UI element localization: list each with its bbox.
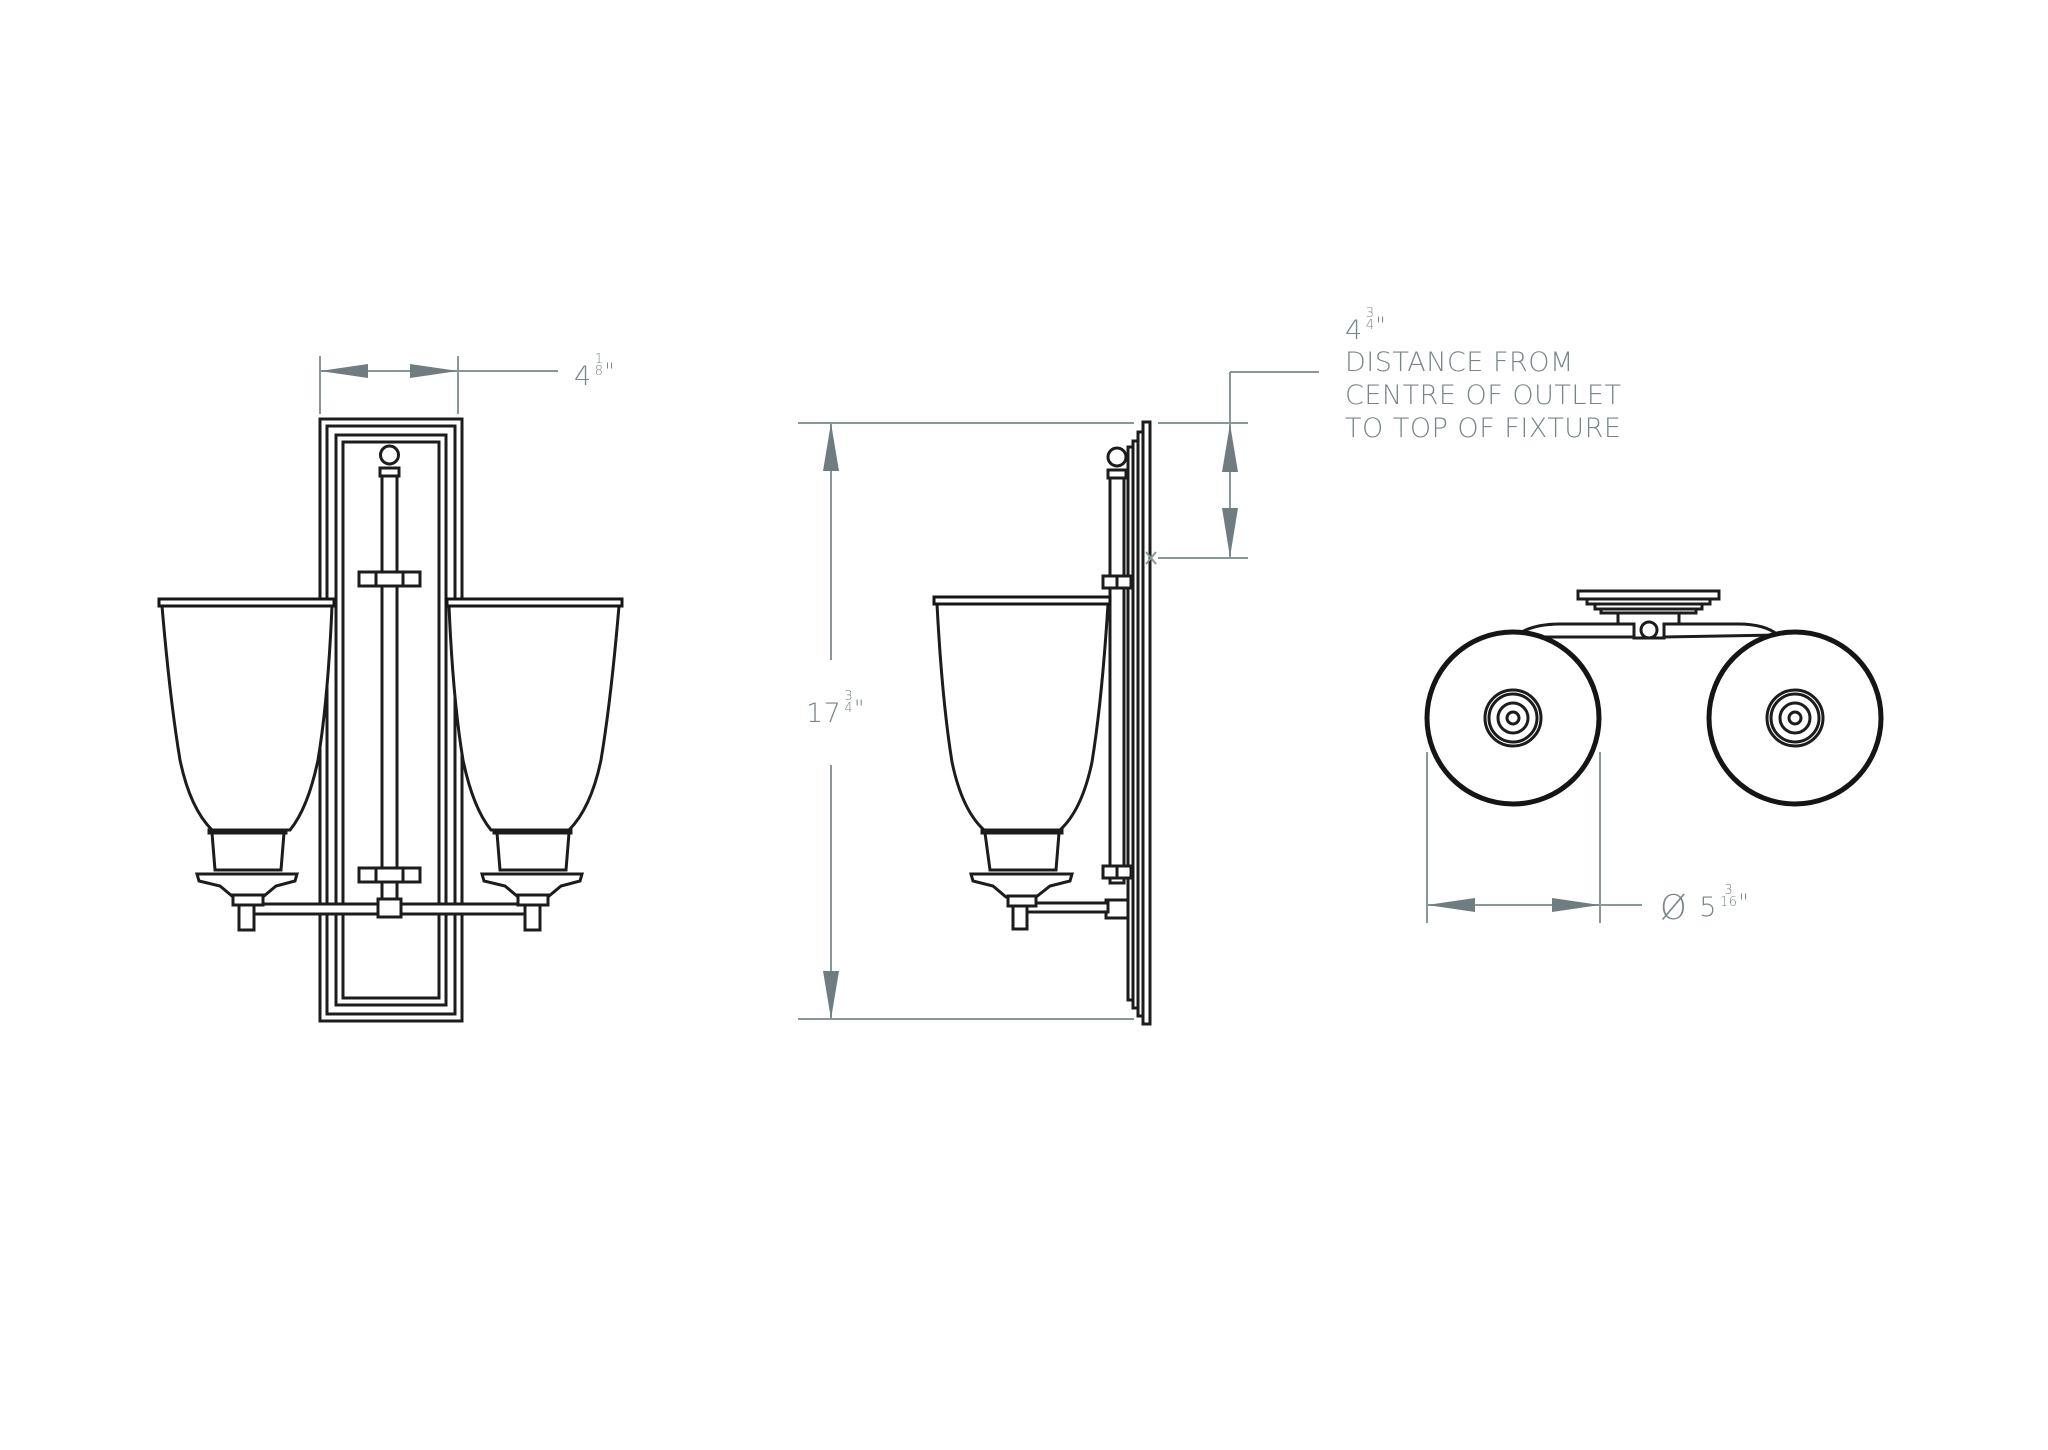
- arm: [237, 897, 542, 932]
- inch-mark: ": [1375, 314, 1387, 339]
- backplate: [318, 417, 464, 1023]
- shade-left: [157, 597, 336, 907]
- front-view: [157, 356, 624, 1023]
- fraction-numerator: 3: [1365, 306, 1375, 321]
- side-shade: [932, 595, 1112, 908]
- side-rod: [1101, 446, 1133, 920]
- diameter-icon: Ø: [1660, 888, 1688, 928]
- fraction-numerator: 3: [844, 689, 854, 704]
- backplate-width-whole: 4: [574, 361, 592, 392]
- fraction-denominator: 16: [1719, 895, 1738, 910]
- side-view: [798, 371, 1319, 1026]
- top-shade-left: [1424, 629, 1602, 807]
- outlet-distance-whole: 4: [1345, 315, 1363, 346]
- side-arm: [1024, 901, 1110, 914]
- height-whole: 17: [806, 698, 842, 729]
- dimension-outlet-distance: [1145, 371, 1319, 565]
- outlet-note-line-1: DISTANCE FROM: [1345, 347, 1574, 378]
- inch-mark: ": [854, 697, 865, 722]
- inch-mark: ": [1738, 891, 1750, 916]
- dimension-height: [798, 422, 1134, 1020]
- fraction-numerator: 3: [1724, 883, 1734, 898]
- inch-mark: ": [604, 360, 616, 385]
- dimension-shade-diameter: [1426, 752, 1642, 923]
- backplate-profile: [1126, 420, 1152, 1026]
- fraction-numerator: 1: [594, 352, 604, 367]
- fraction-denominator: 4: [844, 701, 854, 716]
- shade-diameter-whole: 5: [1699, 892, 1717, 923]
- fraction-denominator: 8: [594, 364, 604, 379]
- center-rod: [357, 444, 422, 905]
- fraction-denominator: 4: [1365, 318, 1375, 333]
- shade-right: [445, 597, 624, 907]
- dimension-backplate-width: [319, 356, 558, 414]
- top-shade-right: [1706, 629, 1884, 807]
- outlet-note-line-3: TO TOP OF FIXTURE: [1345, 413, 1622, 444]
- outlet-note-line-2: CENTRE OF OUTLET: [1345, 380, 1622, 411]
- top-view: [1424, 589, 1884, 923]
